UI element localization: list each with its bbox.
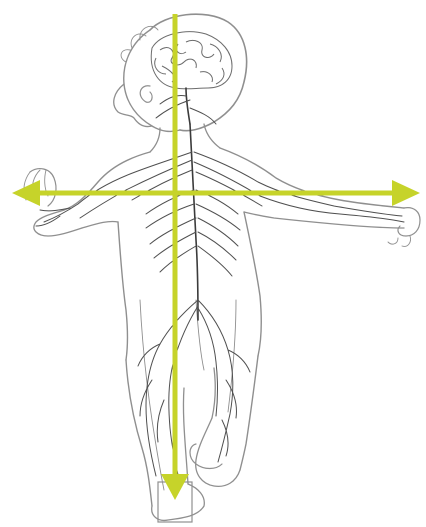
arrow-left-icon: [12, 180, 40, 206]
brain: [151, 32, 232, 124]
arrow-right-icon: [392, 180, 420, 206]
nerves: [36, 95, 404, 484]
arrow-down-icon: [161, 474, 189, 500]
